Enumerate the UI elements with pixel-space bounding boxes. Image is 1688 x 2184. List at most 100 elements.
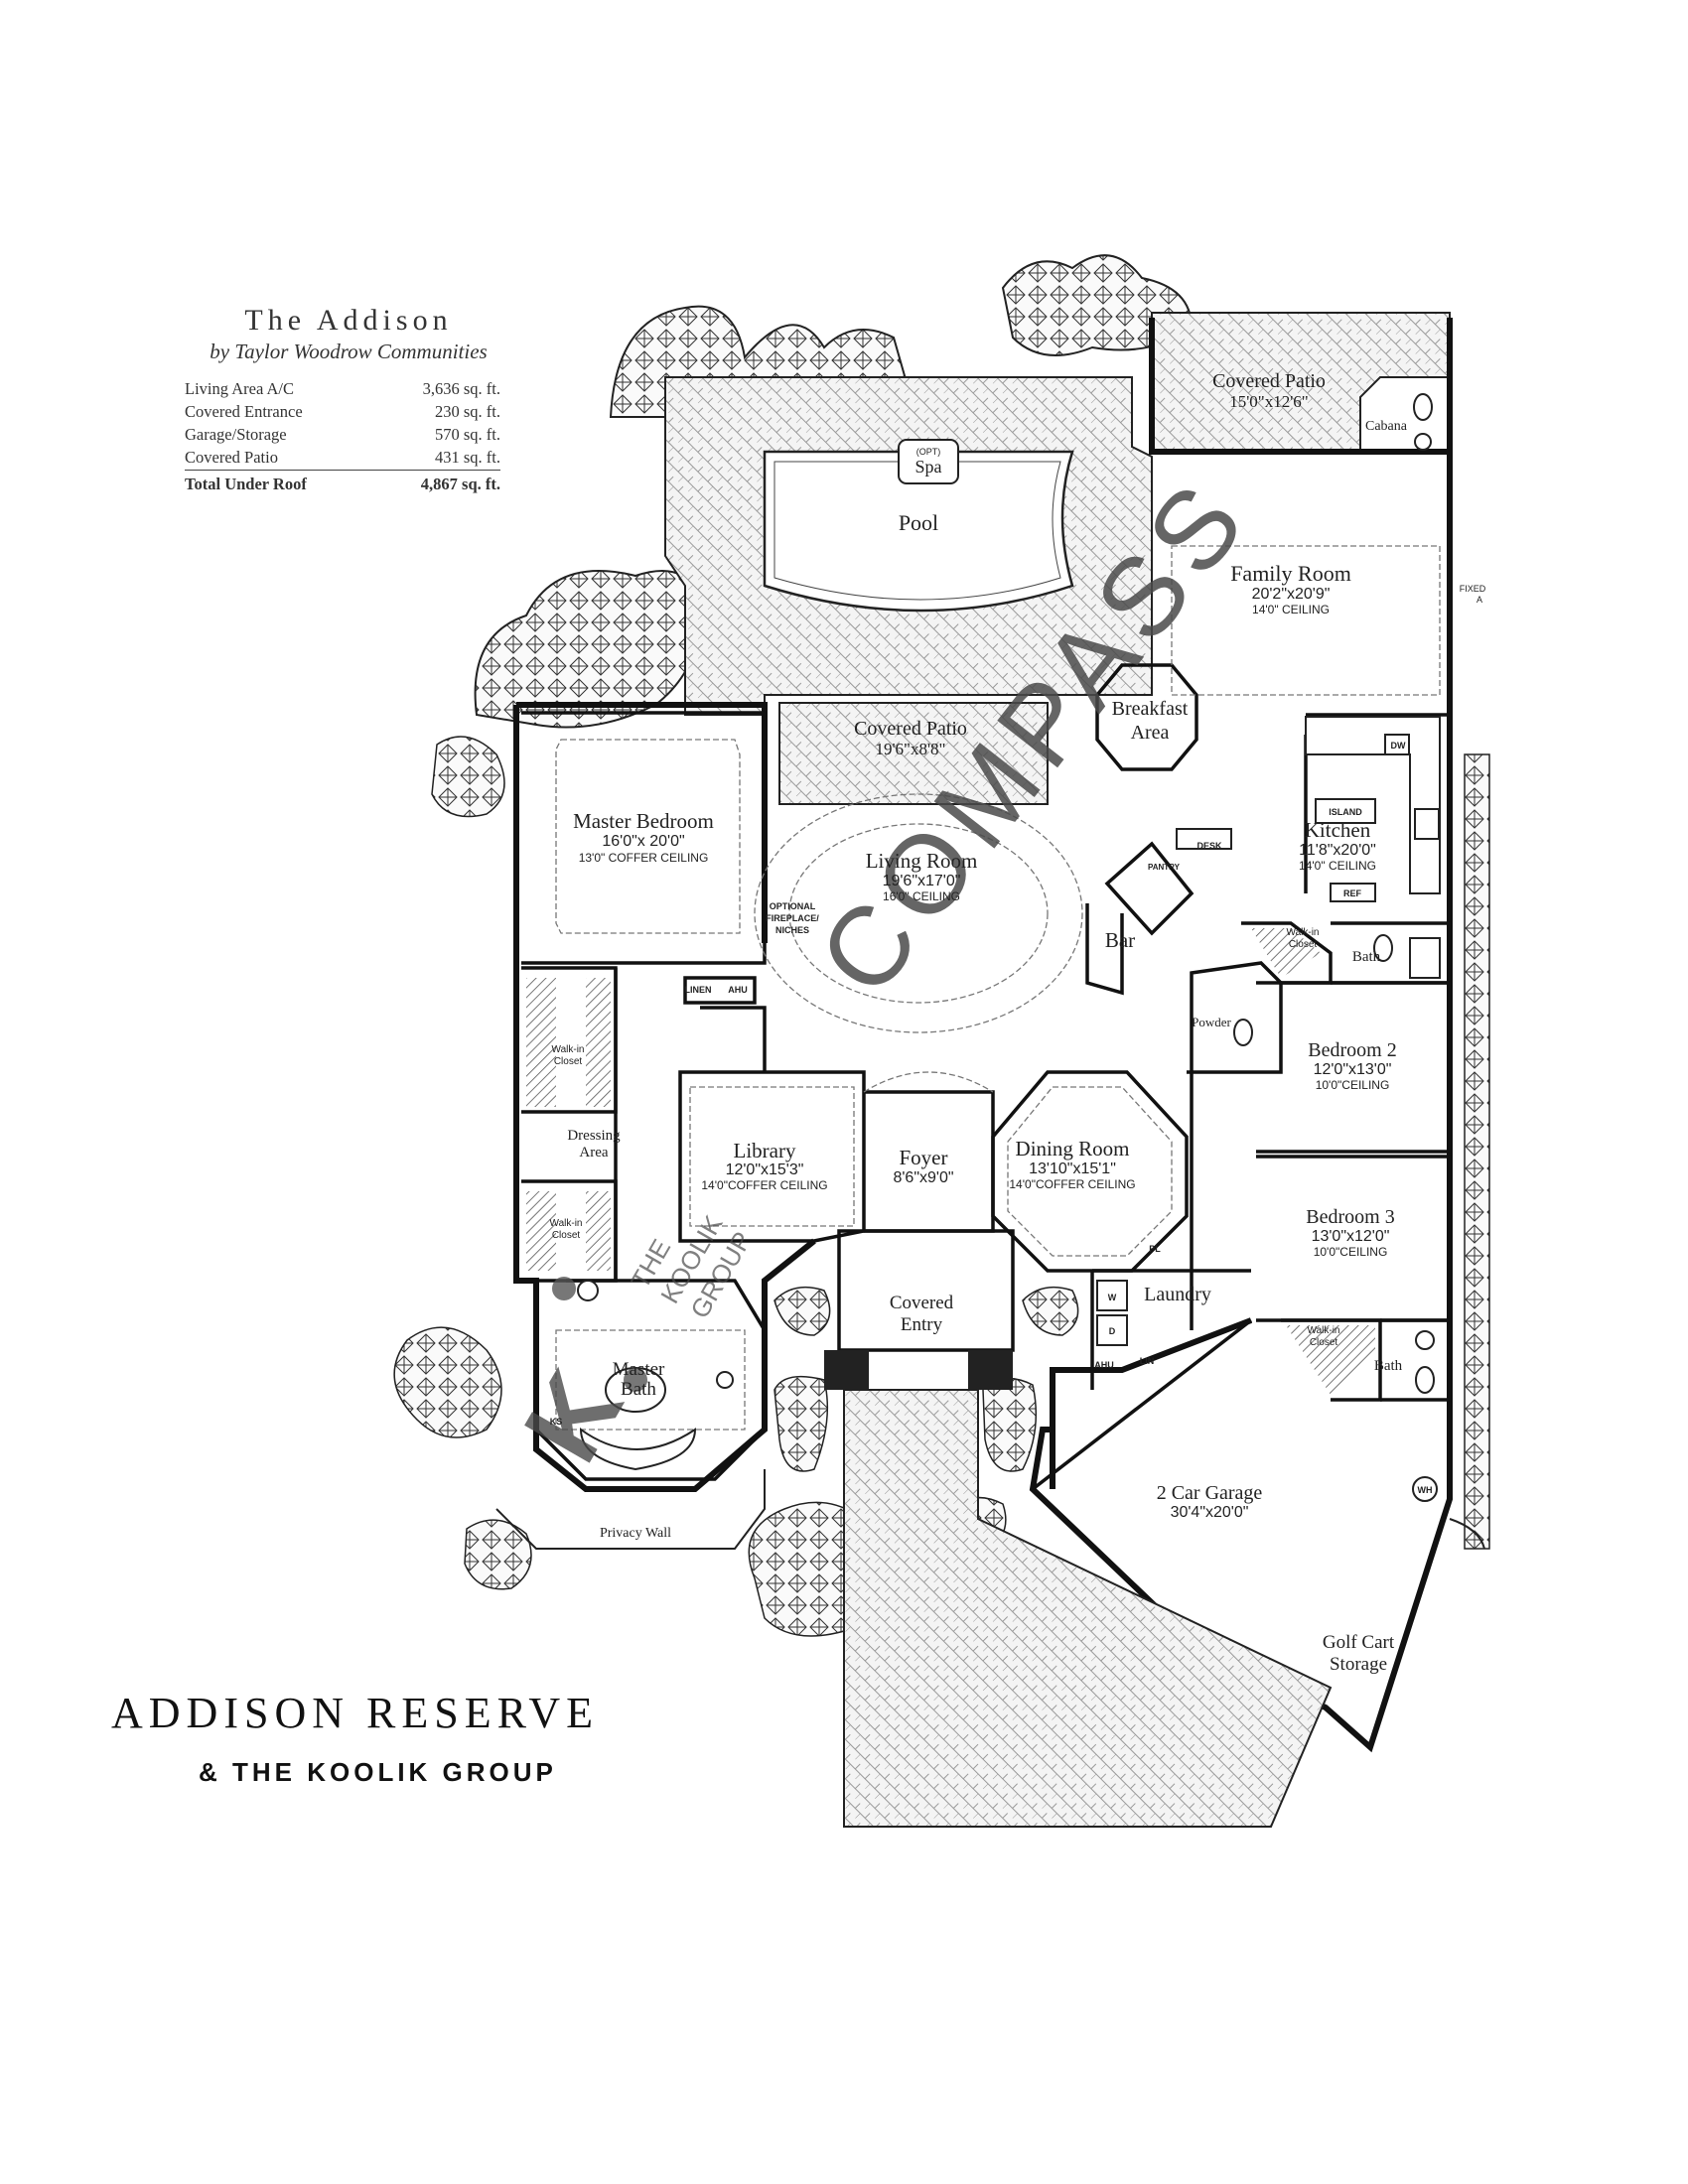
covered-patio-mid-name: Covered Patio: [854, 718, 967, 740]
family-room-ceiling: 14'0" CEILING: [1252, 603, 1330, 616]
dw-label: DW: [1391, 741, 1406, 751]
linen-label: LINEN: [685, 985, 712, 995]
bedroom2-dims: 12'0"x13'0": [1314, 1061, 1392, 1078]
pantry-label: PANTRY: [1148, 863, 1181, 872]
washer-label: W: [1108, 1293, 1117, 1302]
pl-label: PL: [1149, 1244, 1161, 1254]
walkin-master-top-line1: Walk-in: [552, 1044, 585, 1055]
living-room-dims: 19'6"x17'0": [883, 873, 961, 889]
cabana-label: Cabana: [1365, 419, 1408, 434]
bath-kitchen-label: Bath: [1352, 949, 1381, 965]
fireplace-line1: OPTIONAL: [770, 901, 816, 911]
fixed-glass-label: FIXED: [1460, 584, 1486, 594]
bar-label: Bar: [1105, 928, 1135, 952]
laundry-label: Laundry: [1144, 1284, 1211, 1305]
area-total-value: 4,867 sq. ft.: [375, 470, 500, 496]
pool-label: Pool: [899, 510, 938, 535]
walkin-kitchen-line2: Closet: [1289, 939, 1318, 950]
ahu-bottom-label: AHU: [1094, 1360, 1114, 1370]
spa-label: Spa: [915, 457, 942, 477]
dryer-label: D: [1109, 1326, 1116, 1336]
area-row: Garage/Storage 570 sq. ft.: [185, 424, 500, 447]
plan-builder: by Taylor Woodrow Communities: [210, 340, 488, 363]
kitchen-dims: 11'8"x20'0": [1299, 842, 1376, 859]
family-room-dims: 20'2"x20'9": [1252, 586, 1331, 603]
closet-hatching: [526, 928, 1375, 1395]
title-block: The Addison by Taylor Woodrow Communitie…: [185, 304, 512, 496]
garage-dims: 30'4"x20'0": [1171, 1504, 1249, 1521]
area-table: Living Area A/C 3,636 sq. ft. Covered En…: [185, 378, 500, 496]
privacy-wall-label: Privacy Wall: [600, 1526, 671, 1541]
master-bath-line1: Master: [613, 1359, 665, 1380]
living-room-name: Living Room: [866, 849, 978, 873]
area-label: Living Area A/C: [185, 379, 294, 398]
area-value: 431 sq. ft.: [435, 448, 500, 467]
foyer-dims: 8'6"x9'0": [893, 1169, 953, 1186]
desk-label: DESK: [1196, 841, 1222, 851]
ks-label: KS: [550, 1417, 563, 1427]
ahu-top-label: AHU: [728, 985, 748, 995]
fireplace-line2: FIREPLACE/: [766, 913, 819, 923]
kitchen-ceiling: 14'0" CEILING: [1299, 859, 1376, 873]
walkin-master-top-line2: Closet: [554, 1056, 583, 1067]
master-bedroom-name: Master Bedroom: [573, 809, 714, 833]
fireplace-line3: NICHES: [775, 925, 809, 935]
master-bath-line2: Bath: [621, 1379, 656, 1400]
area-label: Covered Entrance: [185, 402, 303, 421]
kitchen-name: Kitchen: [1305, 818, 1371, 842]
covered-entry-line1: Covered: [890, 1293, 954, 1313]
golf-cart-line1: Golf Cart: [1323, 1632, 1395, 1653]
ref-label: REF: [1343, 888, 1362, 898]
bedroom3-name: Bedroom 3: [1306, 1206, 1394, 1228]
walkin-master-bottom-line1: Walk-in: [550, 1218, 583, 1229]
powder-label: Powder: [1192, 1015, 1231, 1029]
dining-room-ceiling: 14'0"COFFER CEILING: [1009, 1177, 1135, 1191]
walkin-bed3-line2: Closet: [1310, 1337, 1338, 1348]
covered-patio-mid-floor: [778, 702, 1049, 805]
room-labels: Covered Patio 15'0"x12'6" Cabana (OPT) S…: [550, 370, 1486, 1675]
pool: [763, 439, 1074, 613]
fixtures: [577, 393, 1441, 1502]
family-room-name: Family Room: [1230, 561, 1351, 586]
library-name: Library: [734, 1139, 796, 1162]
breakfast-line1: Breakfast: [1112, 698, 1189, 720]
bedroom2-ceiling: 10'0"CEILING: [1316, 1078, 1390, 1092]
dressing-line1: Dressing: [567, 1128, 621, 1144]
garage-name: 2 Car Garage: [1157, 1482, 1263, 1504]
front-walk: [824, 1350, 1333, 1828]
area-label: Covered Patio: [185, 448, 278, 467]
bedroom3-dims: 13'0"x12'0": [1312, 1228, 1390, 1245]
covered-patio-mid-dims: 19'6"x8'8": [875, 740, 945, 758]
area-value: 570 sq. ft.: [435, 425, 500, 444]
master-bedroom-dims: 16'0"x 20'0": [602, 833, 684, 850]
area-label: Garage/Storage: [185, 425, 287, 444]
kitchen-counters: [1176, 716, 1441, 902]
area-row: Covered Patio 431 sq. ft.: [185, 447, 500, 471]
golf-cart-line2: Storage: [1330, 1654, 1387, 1675]
library-ceiling: 14'0"COFFER CEILING: [701, 1178, 827, 1192]
bedroom3-ceiling: 10'0"CEILING: [1314, 1245, 1388, 1259]
walkin-kitchen-line1: Walk-in: [1287, 927, 1320, 938]
plan-title: The Addison: [244, 304, 453, 337]
coffer-outlines: [555, 545, 1441, 1431]
dressing-line2: Area: [579, 1145, 608, 1160]
spa-opt: (OPT): [916, 447, 941, 457]
master-bedroom-ceiling: 13'0" COFFER CEILING: [579, 851, 709, 865]
dining-room-name: Dining Room: [1016, 1137, 1130, 1160]
fixed-glass-sub: A: [1477, 595, 1482, 605]
area-total-row: Total Under Roof 4,867 sq. ft.: [185, 470, 500, 496]
area-total-label: Total Under Roof: [185, 470, 376, 496]
privacy-wall-line: [495, 1469, 766, 1550]
wh-label: WH: [1418, 1485, 1433, 1495]
covered-patio-top-name: Covered Patio: [1212, 370, 1326, 392]
island-label: ISLAND: [1329, 807, 1362, 817]
bedroom2-name: Bedroom 2: [1308, 1039, 1396, 1061]
foyer-name: Foyer: [900, 1146, 948, 1169]
living-room-ceiling: 16'0" CEILING: [883, 889, 960, 903]
area-row: Living Area A/C 3,636 sq. ft.: [185, 378, 500, 401]
library-dims: 12'0"x15'3": [726, 1161, 804, 1178]
walkin-bed3-line1: Walk-in: [1308, 1325, 1340, 1336]
area-value: 3,636 sq. ft.: [422, 379, 500, 398]
covered-entry-line2: Entry: [901, 1314, 943, 1335]
